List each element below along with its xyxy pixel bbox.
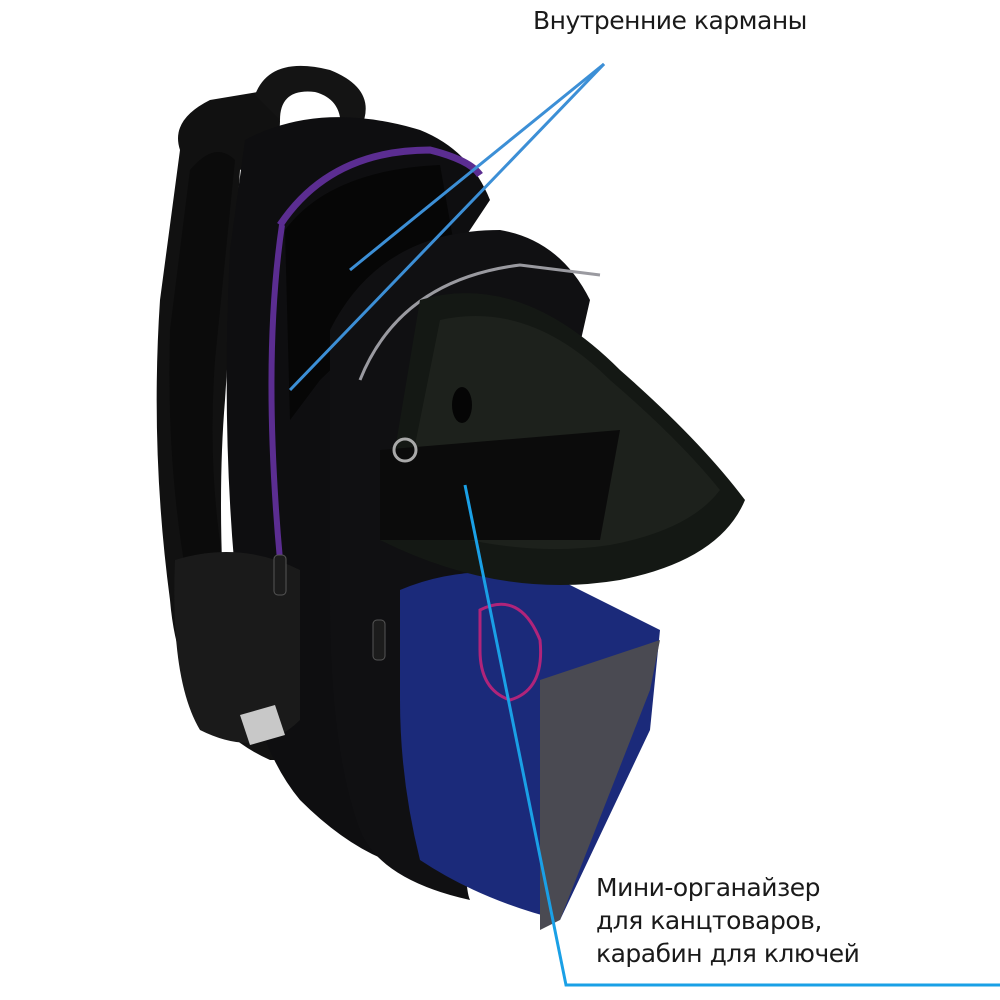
purple-zipper-trim-side [268,224,285,561]
zipper-pull [372,619,386,661]
callout-organizer-line-1: Мини-органайзер [596,873,821,902]
callout-organizer-line-3: карабин для ключей [596,939,860,968]
purple-zipper-trim [277,146,483,227]
reflective-strip [540,640,660,930]
side-reflector [240,705,285,745]
callout-organizer-line-2: для канцтоваров, [596,906,822,935]
print-neon-figure [478,602,543,702]
top-handle [255,65,366,135]
callout-line-inner-pocket-2 [288,62,606,392]
keyholder-strap [452,387,472,423]
mesh-pocket [380,430,620,540]
zipper-pull [273,554,287,596]
front-pocket-zipper-trim [358,263,601,381]
side-mesh-pocket [174,552,300,743]
callout-line-organizer [463,484,1000,987]
shoulder-strap [169,152,235,640]
callout-line-inner-pocket-1 [349,62,605,272]
front-print [400,572,660,920]
callout-organizer: Мини-органайзер для канцтоваров, карабин… [596,871,860,970]
callout-inner-pockets: Внутренние карманы [533,6,807,35]
keyring-carabiner-icon [392,437,418,463]
